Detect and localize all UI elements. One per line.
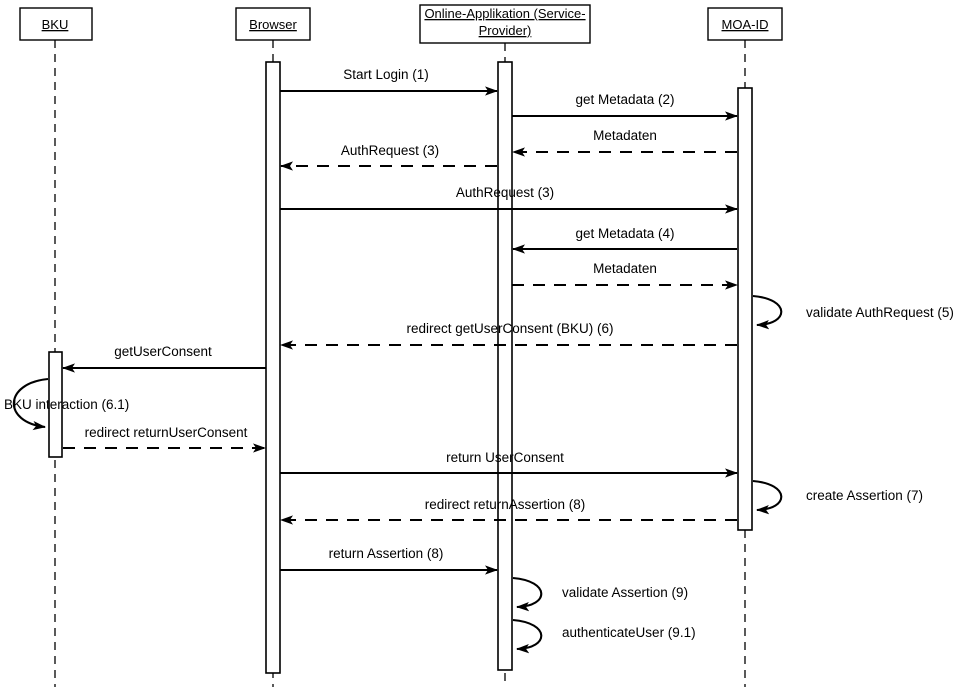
message-label-redirect-returnassertion: redirect returnAssertion (8) xyxy=(425,497,586,512)
message-label-authrequest-request: AuthRequest (3) xyxy=(456,185,554,200)
message-label-metadaten-2: Metadaten xyxy=(593,261,657,276)
lifeline-heads xyxy=(19,4,783,44)
message-selfloop-validate-assertion xyxy=(512,576,543,612)
message-label-getuserconsent: getUserConsent xyxy=(114,344,212,359)
lifeline-box-moaid[interactable] xyxy=(707,7,783,41)
message-label-redirect-getuserconsent: redirect getUserConsent (BKU) (6) xyxy=(406,321,613,336)
activation-bar-oa xyxy=(497,61,513,671)
lifeline-label-oa-line1: Online-Applikation (Service- xyxy=(424,6,585,21)
message-label-metadaten-1: Metadaten xyxy=(593,128,657,143)
activation-bar-moaid xyxy=(737,87,753,531)
message-label-create-assertion: create Assertion (7) xyxy=(806,488,923,503)
lifeline-label-browser: Browser xyxy=(249,17,297,32)
activation-bars xyxy=(48,61,753,674)
lifeline-label-bku: BKU xyxy=(42,17,69,32)
message-selfloop-validate-authrequest xyxy=(752,294,783,330)
message-arrows xyxy=(12,86,783,654)
message-selfloop-bku-interaction xyxy=(12,377,49,431)
lifeline-box-bku[interactable] xyxy=(19,7,93,41)
lifeline-box-browser[interactable] xyxy=(235,7,311,41)
lifeline-head-labels: BKU Browser Online-Applikation (Service-… xyxy=(42,6,769,38)
message-label-get-metadata-2: get Metadata (2) xyxy=(575,92,674,107)
message-label-get-metadata-4: get Metadata (4) xyxy=(575,226,674,241)
message-label-return-assertion: return Assertion (8) xyxy=(329,546,444,561)
message-label-authrequest-reply: AuthRequest (3) xyxy=(341,143,439,158)
message-label-return-userconsent: return UserConsent xyxy=(446,450,564,465)
message-labels: Start Login (1) get Metadata (2) Metadat… xyxy=(4,67,954,640)
message-selfloop-create-assertion xyxy=(752,479,783,515)
message-label-redirect-returnuserconsent: redirect returnUserConsent xyxy=(85,425,248,440)
message-label-start-login: Start Login (1) xyxy=(343,67,429,82)
lifeline-label-oa-line2: Provider) xyxy=(479,23,532,38)
lifeline-label-moaid: MOA-ID xyxy=(722,17,769,32)
lifeline-box-oa[interactable] xyxy=(419,4,591,44)
message-selfloop-authenticate-user xyxy=(512,618,543,654)
message-label-validate-assertion: validate Assertion (9) xyxy=(562,585,688,600)
message-label-bku-interaction: BKU interaction (6.1) xyxy=(4,397,129,412)
message-label-validate-authrequest: validate AuthRequest (5) xyxy=(806,305,954,320)
activation-bar-browser xyxy=(265,61,281,674)
message-label-authenticate-user: authenticateUser (9.1) xyxy=(562,625,696,640)
activation-bar-bku xyxy=(48,351,63,458)
